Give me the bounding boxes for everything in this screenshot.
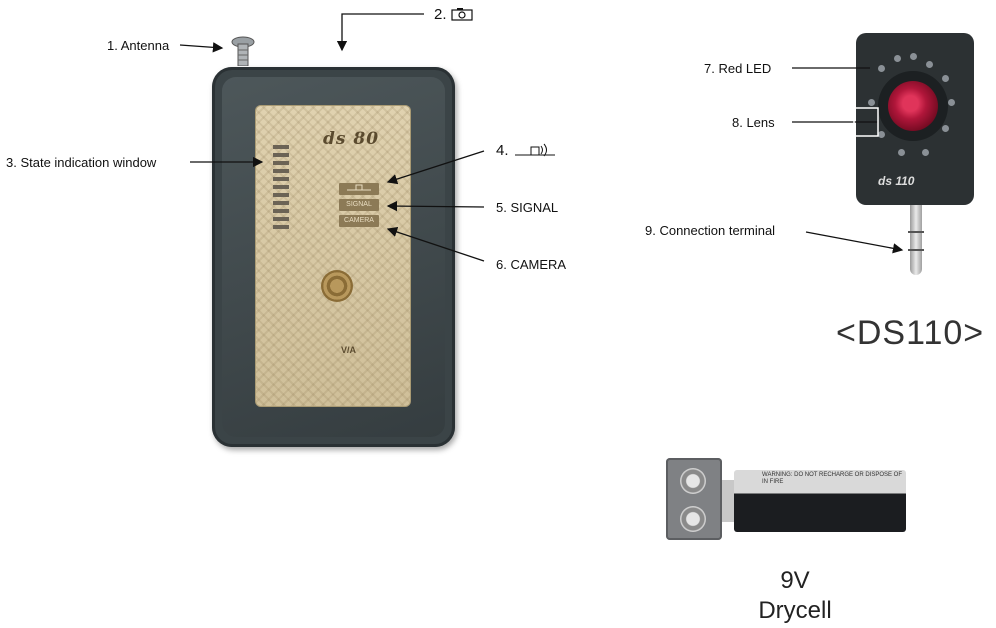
detector-device: ds 80 SIGNAL CAMERA V/A	[212, 67, 455, 447]
state-led-bar	[273, 169, 289, 173]
ds110-logo: ds 110	[878, 174, 915, 188]
arrow-icon-4	[386, 150, 485, 185]
red-led	[898, 149, 905, 156]
device-brand: ds 80	[323, 129, 380, 149]
state-led-bar	[273, 209, 289, 213]
vibrate-mode-button[interactable]	[339, 183, 379, 195]
arrow-camera	[386, 226, 485, 262]
red-led	[868, 99, 875, 106]
state-led-bar	[273, 185, 289, 189]
device-mark: V/A	[341, 345, 357, 355]
state-led-bar	[273, 217, 289, 221]
state-led-bar	[273, 177, 289, 181]
ds110-model-label: <DS110>	[836, 314, 985, 352]
arrow-camera-icon	[336, 13, 424, 52]
signal-button[interactable]: SIGNAL	[339, 199, 379, 211]
red-led	[878, 131, 885, 138]
battery-caption: 9V Drycell	[700, 566, 890, 626]
camera-icon	[451, 8, 473, 21]
label-camera-icon: 2.	[434, 6, 473, 23]
arrow-signal	[386, 200, 485, 212]
camera-button[interactable]: CAMERA	[339, 215, 379, 227]
battery-body: WARNING: DO NOT RECHARGE OR DISPOSE OF I…	[734, 470, 906, 532]
label-antenna: 1. Antenna	[107, 38, 170, 53]
label-lens: 8. Lens	[732, 115, 775, 130]
battery-terminal	[666, 458, 722, 540]
battery-warning-text: WARNING: DO NOT RECHARGE OR DISPOSE OF I…	[762, 472, 903, 485]
ds110-lens-detector: ds 110	[856, 33, 974, 205]
label-camera-icon-text: 2.	[434, 6, 447, 23]
state-led-bar	[273, 225, 289, 229]
battery-voltage: 9V	[780, 567, 810, 594]
arrow-connection	[805, 231, 904, 254]
red-led	[926, 61, 933, 68]
red-led	[910, 53, 917, 60]
red-led	[878, 65, 885, 72]
label-icon-4: 4.	[496, 142, 557, 159]
red-led	[942, 75, 949, 82]
front-plate: ds 80 SIGNAL CAMERA V/A	[255, 105, 411, 407]
label-icon-4-text: 4.	[496, 142, 509, 159]
lens	[888, 81, 938, 131]
red-led	[942, 125, 949, 132]
arrow-antenna	[179, 42, 224, 53]
lens-highlight-box	[853, 107, 879, 137]
label-connection: 9. Connection terminal	[645, 223, 776, 238]
state-led-bar	[273, 201, 289, 205]
label-state-window: 3. State indication window	[6, 155, 157, 170]
red-led	[894, 55, 901, 62]
battery-9v: WARNING: DO NOT RECHARGE OR DISPOSE OF I…	[666, 458, 906, 540]
battery-cap	[722, 480, 736, 522]
label-red-led: 7. Red LED	[704, 61, 772, 76]
battery-snap	[680, 468, 706, 494]
antenna	[230, 36, 256, 67]
red-led	[922, 149, 929, 156]
state-led-bar	[273, 193, 289, 197]
state-led-bar	[273, 161, 289, 165]
state-led-bar	[273, 145, 289, 149]
battery-type: Drycell	[758, 597, 832, 624]
label-camera: 6. CAMERA	[496, 257, 567, 272]
connection-terminal	[908, 205, 924, 275]
vibrate-icon	[514, 143, 555, 157]
battery-snap	[680, 506, 706, 532]
label-signal: 5. SIGNAL	[496, 200, 559, 215]
power-button[interactable]	[321, 270, 353, 302]
red-led	[948, 99, 955, 106]
state-led-bar	[273, 153, 289, 157]
